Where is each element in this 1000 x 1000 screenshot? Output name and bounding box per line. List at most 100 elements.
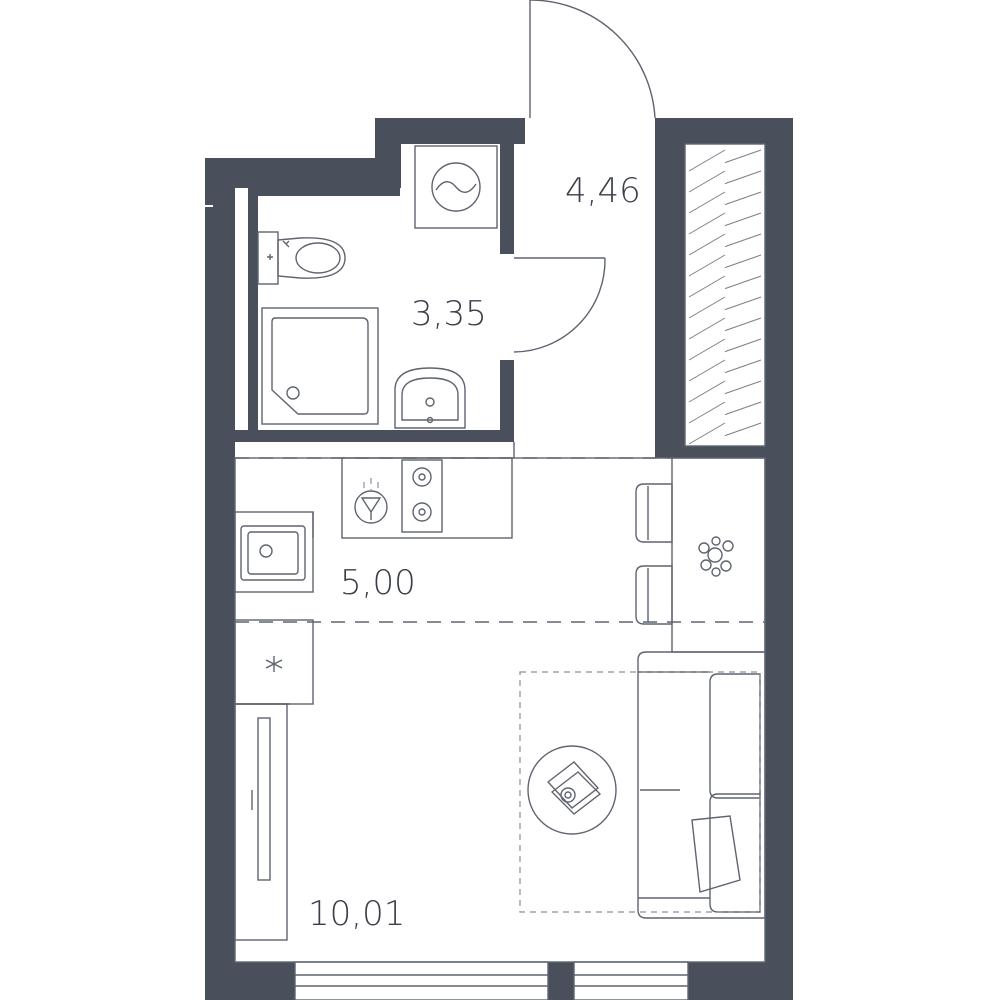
wall-wardrobe-bottom	[672, 446, 765, 458]
washing-machine-wave	[435, 181, 477, 193]
wardrobe-hatch-line	[724, 359, 762, 374]
wardrobe-hatch-line	[688, 296, 726, 319]
dishwasher-glass-icon	[360, 497, 382, 514]
wardrobe-hatch-line	[724, 170, 762, 185]
cooktop	[401, 459, 443, 533]
window-left-wall-mark	[205, 205, 213, 207]
toilet-bowl-outer	[277, 237, 346, 279]
wall-bath-inner-top	[258, 188, 400, 196]
window-right	[573, 961, 689, 1000]
washbasin	[394, 367, 466, 429]
cooktop-burner-top	[412, 467, 432, 487]
dishwasher	[354, 478, 388, 524]
entrance-door-swing	[530, 0, 656, 119]
bathroom-door[interactable]	[513, 257, 606, 353]
sofa-cushion-bottom	[709, 793, 761, 913]
wardrobe-hatch-line	[724, 233, 762, 248]
coffee-table-cup-inner	[564, 791, 572, 799]
tv-cabinet-body	[234, 703, 288, 941]
washing-machine	[414, 145, 498, 229]
wardrobe-hatch-line	[724, 191, 762, 206]
wardrobe-hatch-line	[724, 254, 762, 269]
washbasin-body	[394, 367, 466, 429]
washbasin-tap	[426, 416, 434, 424]
wardrobe-hatch-line	[688, 212, 726, 235]
sofa-cushion-top	[709, 673, 761, 799]
dishwasher-circle	[354, 490, 388, 524]
windows	[205, 205, 689, 1000]
wall-hall-right	[655, 118, 685, 458]
wardrobe-hatch-line	[688, 254, 726, 277]
wall-bath-right-bottom	[500, 360, 514, 442]
cooktop-burner-bottom-center	[418, 508, 426, 516]
coffee-table-magazine	[550, 771, 602, 815]
wardrobe-hatch-line	[688, 401, 726, 424]
sofa-pillow	[691, 815, 741, 893]
wall-bottom-right	[688, 962, 793, 1000]
wardrobe-hatch-line	[688, 338, 726, 361]
wardrobe-hatch-line	[724, 212, 762, 227]
wardrobe-hatch-line	[688, 422, 726, 445]
area-label-hallway: 4,46	[565, 171, 641, 211]
wardrobe-outline	[684, 143, 766, 447]
area-label-living: 10,01	[308, 894, 405, 934]
area-label-kitchen: 5,00	[340, 563, 416, 603]
wall-bath-inner-left	[248, 188, 258, 442]
wardrobe-hatch-line	[688, 359, 726, 382]
tv-cabinet	[234, 703, 288, 941]
wardrobe-hatch-line	[724, 296, 762, 311]
wall-top-bath-step	[375, 118, 401, 188]
washbasin-bowl	[401, 377, 459, 421]
kitchen-sink-basin	[247, 531, 299, 575]
washing-machine-drum	[431, 162, 481, 212]
cooktop-burner-top-center	[418, 473, 426, 481]
wardrobe-hatch-line	[724, 422, 762, 437]
wall-bottom-left	[205, 962, 295, 1000]
cooktop-surface	[401, 459, 443, 533]
dining-table	[671, 457, 766, 653]
entrance-door[interactable]	[529, 0, 656, 119]
wall-bath-bottom	[235, 430, 514, 442]
plant-icon	[698, 536, 734, 577]
toilet-bowl-inner	[295, 242, 341, 274]
dining-area	[635, 457, 766, 653]
toilet-sparkle-icon-2	[267, 254, 273, 260]
coffee-table-book	[546, 761, 600, 809]
sofa	[637, 651, 766, 919]
wardrobe-hatch-line	[688, 275, 726, 298]
coffee-table-top	[527, 745, 617, 835]
wardrobe-hatch-line	[688, 317, 726, 340]
wardrobe-hatch-line	[724, 149, 762, 164]
toilet-tank	[257, 231, 279, 285]
wardrobe-hatch-line	[688, 149, 726, 172]
rug	[519, 671, 761, 913]
window-left	[294, 961, 549, 1000]
bathroom-door-swing	[513, 257, 606, 353]
wardrobe-hatch-line	[688, 380, 726, 403]
wardrobe-hatch-line	[724, 401, 762, 416]
toilet	[257, 231, 346, 285]
toilet-sparkle-icon	[282, 240, 290, 248]
shower-tray-outer	[261, 307, 379, 425]
rug-outline	[519, 671, 761, 913]
wardrobe-hatch-line	[724, 275, 762, 290]
shower-tray-inner	[271, 317, 369, 415]
washbasin-drain	[425, 397, 435, 407]
counter-sink-section	[234, 511, 314, 593]
room-outline	[234, 457, 766, 963]
wardrobe-hatch-line	[688, 191, 726, 214]
fridge-snowflake-icon	[265, 656, 283, 672]
wardrobe	[684, 143, 766, 447]
area-label-bathroom: 3,35	[411, 294, 487, 334]
cooktop-burner-bottom	[412, 502, 432, 522]
wall-bath-right-top	[500, 118, 514, 254]
coffee-table	[527, 745, 617, 835]
wardrobe-hatch-line	[724, 317, 762, 332]
sofa-frame	[637, 651, 766, 919]
shower	[261, 307, 379, 425]
chair-top	[635, 483, 673, 543]
chair-bottom	[635, 565, 673, 625]
kitchen-sink-drain	[259, 544, 273, 558]
wall-bottom-mid	[548, 962, 574, 1000]
